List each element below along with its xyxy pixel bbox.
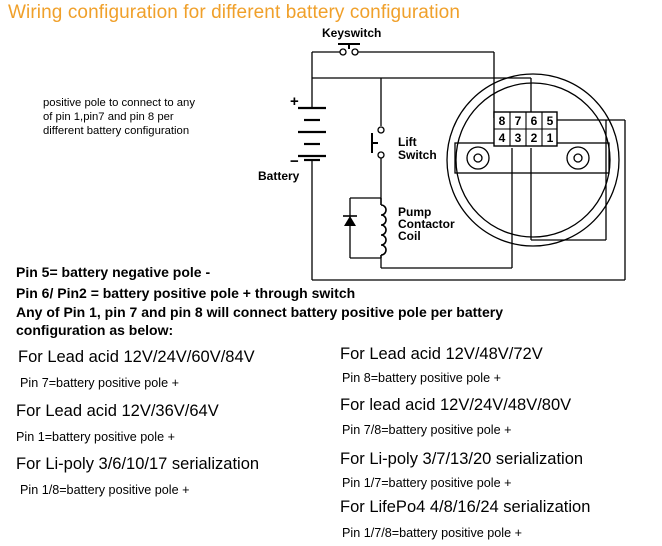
option-title: For Lead acid 12V/36V/64V bbox=[16, 402, 219, 420]
lift-switch-symbol bbox=[371, 126, 385, 159]
pump-coil-symbol bbox=[380, 198, 387, 258]
pin-rule: Pin 6/ Pin2 = battery positive pole + th… bbox=[16, 285, 356, 301]
option-detail: Pin 7=battery positive pole + bbox=[20, 376, 179, 390]
option-title: For Li-poly 3/7/13/20 serialization bbox=[340, 450, 584, 468]
note-line: different battery configuration bbox=[43, 125, 190, 137]
note-line: of pin 1,pin7 and pin 8 per bbox=[43, 111, 174, 123]
pin-label: 6 bbox=[531, 114, 538, 128]
option-detail: Pin 1=battery positive pole + bbox=[16, 430, 175, 444]
battery-minus-sign: − bbox=[290, 153, 299, 170]
option-detail: Pin 7/8=battery positive pole + bbox=[342, 423, 512, 437]
pin-label: 1 bbox=[547, 131, 554, 145]
pin-label: 8 bbox=[499, 114, 506, 128]
option-detail: Pin 8=battery positive pole + bbox=[342, 371, 501, 385]
option-title: For lead acid 12V/24V/48V/80V bbox=[340, 396, 572, 414]
pin-rule: configuration as below: bbox=[16, 322, 174, 338]
option-title: For Lead acid 12V/48V/72V bbox=[340, 345, 543, 363]
pin-label: 7 bbox=[515, 114, 522, 128]
pin-rule: Pin 5= battery negative pole - bbox=[16, 264, 211, 280]
option-detail: Pin 1/7/8=battery positive pole + bbox=[342, 526, 522, 540]
pin-label: 3 bbox=[515, 131, 522, 145]
pin-label: 5 bbox=[547, 114, 554, 128]
page-title: Wiring configuration for different batte… bbox=[8, 2, 460, 23]
option-detail: Pin 1/8=battery positive pole + bbox=[20, 483, 190, 497]
positive-pole-note: positive pole to connect to any of pin 1… bbox=[43, 96, 253, 138]
battery-label: Battery bbox=[258, 169, 300, 183]
battery-plus-sign: + bbox=[290, 93, 299, 110]
option-detail: Pin 1/7=battery positive pole + bbox=[342, 476, 512, 490]
battery-symbol bbox=[298, 106, 326, 162]
option-title: For Lead acid 12V/24V/60V/84V bbox=[18, 348, 255, 366]
option-title: For LifePo4 4/8/16/24 serialization bbox=[340, 498, 591, 516]
pin-connector: 8 7 6 5 4 3 2 1 bbox=[493, 111, 558, 147]
keyswitch-label: Keyswitch bbox=[322, 26, 381, 40]
note-line: positive pole to connect to any bbox=[43, 97, 195, 109]
pin-rule: Any of Pin 1, pin 7 and pin 8 will conne… bbox=[16, 304, 503, 320]
pin-label: 2 bbox=[531, 131, 538, 145]
pin-label: 4 bbox=[499, 131, 506, 145]
keyswitch-symbol bbox=[338, 43, 360, 56]
diode-symbol bbox=[343, 215, 357, 226]
meter-body bbox=[446, 73, 620, 247]
option-title: For Li-poly 3/6/10/17 serialization bbox=[16, 455, 260, 473]
